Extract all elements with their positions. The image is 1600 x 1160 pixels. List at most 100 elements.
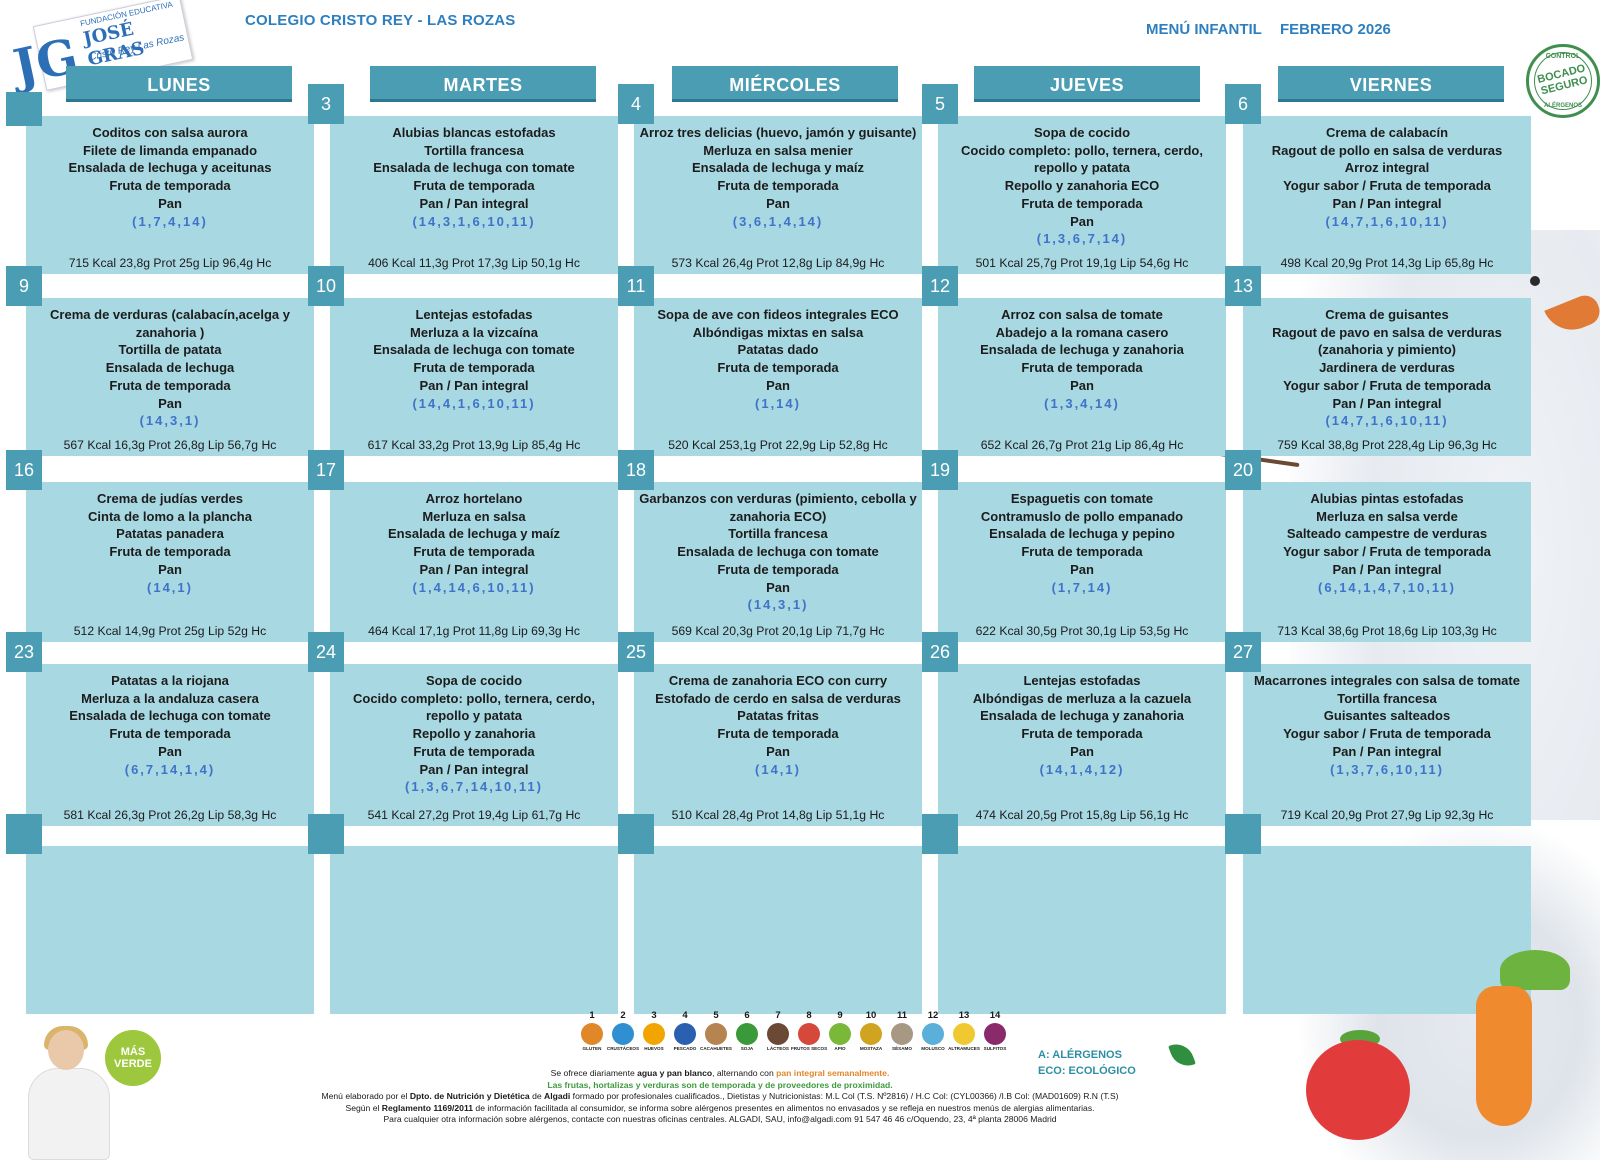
seal-top-text: CONTROL bbox=[1545, 53, 1581, 60]
day-cell: Crema de verduras (calabacín,acelga y za… bbox=[26, 298, 314, 456]
dish-item: Coditos con salsa aurora bbox=[92, 125, 248, 140]
dish-item: Pan / Pan integral bbox=[1332, 395, 1442, 411]
date-badge: 13 bbox=[1225, 266, 1261, 306]
dish-item: Guisantes salteados bbox=[1323, 708, 1451, 724]
date-badge: 5 bbox=[922, 84, 958, 124]
allergen-label: MOLUSCO bbox=[921, 1046, 945, 1051]
allergen-number: 4 bbox=[682, 1010, 688, 1021]
date-badge: 27 bbox=[1225, 632, 1261, 672]
footer-l1-a: Se ofrece diariamente bbox=[550, 1068, 638, 1078]
nutrition-info: 406 Kcal 11,3g Prot 17,3g Lip 50,1g Hc bbox=[368, 256, 580, 270]
allergen-icon bbox=[674, 1023, 696, 1045]
allergen-number: 3 bbox=[651, 1010, 657, 1021]
allergen-codes: (1,7,4,14) bbox=[132, 213, 208, 229]
allergen-number: 11 bbox=[896, 1010, 908, 1021]
dish-item: Ensalada de lechuga y maíz bbox=[388, 526, 560, 542]
dish-item: Pan bbox=[766, 743, 790, 759]
dish-item: Pan / Pan integral bbox=[419, 195, 529, 211]
allergen-codes: (1,4,14,6,10,11) bbox=[412, 579, 536, 595]
dish-item: Fruta de temporada bbox=[717, 178, 839, 194]
date-badge bbox=[6, 814, 42, 854]
allergen-label: HUEVOS bbox=[644, 1046, 664, 1051]
dish-item: Pan / Pan integral bbox=[419, 377, 529, 393]
footer-l1-d: pan integral semanalmente. bbox=[776, 1068, 890, 1078]
dish-item: Ensalada de lechuga y maíz bbox=[692, 160, 864, 176]
chef-head bbox=[48, 1030, 84, 1070]
nutrition-info: 498 Kcal 20,9g Prot 14,3g Lip 65,8g Hc bbox=[1280, 256, 1494, 270]
allergen-label: APIO bbox=[834, 1046, 846, 1051]
allergen-number: 14 bbox=[989, 1010, 1001, 1021]
date-badge: 16 bbox=[6, 450, 42, 490]
dish-item: Salteado campestre de verduras bbox=[1286, 526, 1488, 542]
allergen-icon bbox=[581, 1023, 603, 1045]
mas-verde-logo: MÁS VERDE bbox=[105, 1030, 161, 1086]
nutrition-info: 573 Kcal 26,4g Prot 12,8g Lip 84,9g Hc bbox=[671, 256, 885, 270]
nutrition-info: 520 Kcal 253,1g Prot 22,9g Lip 52,8g Hc bbox=[668, 438, 888, 452]
allergen-label: GLUTEN bbox=[582, 1046, 602, 1051]
footer-line-2: Las frutas, hortalizas y verduras son de… bbox=[547, 1079, 893, 1090]
dish-item: Cocido completo: pollo, ternera, cerdo, … bbox=[353, 690, 595, 724]
dish-item: Ensalada de lechuga con tomate bbox=[69, 708, 271, 724]
allergen-icon bbox=[922, 1023, 944, 1045]
allergen-label: PESCADO bbox=[673, 1046, 697, 1051]
nutrition-info: 464 Kcal 17,1g Prot 11,8g Lip 69,3g Hc bbox=[368, 624, 580, 638]
nutrition-info: 652 Kcal 26,7g Prot 21g Lip 86,4g Hc bbox=[980, 438, 1184, 452]
dish-item: Ensalada de lechuga con tomate bbox=[373, 160, 575, 176]
dish-item: Sopa de cocido bbox=[1033, 125, 1131, 140]
dish-item: Arroz hortelano bbox=[425, 491, 523, 506]
footer-l4-c: de información facilitada al consumidor,… bbox=[473, 1102, 1095, 1113]
dish-item: Arroz tres delicias (huevo, jamón y guis… bbox=[639, 125, 917, 140]
eco-leaf-icon bbox=[1168, 1039, 1196, 1071]
date-badge bbox=[922, 814, 958, 854]
dish-item: Pan / Pan integral bbox=[1332, 561, 1442, 577]
date-badge: 17 bbox=[308, 450, 344, 490]
dish-item: Pan bbox=[1070, 377, 1094, 393]
dish-item: Fruta de temporada bbox=[413, 178, 535, 194]
allergen-codes: (14,4,1,6,10,11) bbox=[412, 395, 536, 411]
snowman-eye-icon bbox=[1530, 276, 1540, 286]
allergen-label: CACAHUETES bbox=[700, 1046, 732, 1051]
dish-item: Espaguetis con tomate bbox=[1010, 491, 1154, 506]
dish-item: Crema de guisantes bbox=[1325, 307, 1449, 322]
date-badge: 3 bbox=[308, 84, 344, 124]
allergen-number: 12 bbox=[927, 1010, 939, 1021]
dish-list: Crema de verduras (calabacín,acelga y za… bbox=[26, 306, 314, 430]
dish-item: Tortilla francesa bbox=[1337, 690, 1437, 706]
dish-item: Sopa de cocido bbox=[425, 673, 523, 688]
dish-item: Ensalada de lechuga y zanahoria bbox=[980, 708, 1184, 724]
allergen-codes: (1,3,4,14) bbox=[1044, 395, 1120, 411]
dish-item: Fruta de temporada bbox=[413, 360, 535, 376]
chef-body bbox=[28, 1068, 110, 1160]
dish-item: Fruta de temporada bbox=[1021, 726, 1143, 742]
footer-l4-b: Reglamento 1169/2011 bbox=[381, 1102, 474, 1113]
dish-item: Repollo y zanahoria bbox=[412, 726, 536, 742]
dish-item: Yogur sabor / Fruta de temporada bbox=[1283, 726, 1491, 742]
dish-item: Arroz integral bbox=[1344, 160, 1430, 176]
dish-item: Ensalada de lechuga bbox=[105, 360, 235, 376]
dish-item: Pan bbox=[766, 579, 790, 595]
dish-item: Tortilla francesa bbox=[424, 142, 524, 158]
menu-title: MENÚ INFANTIL FEBRERO 2026 bbox=[1146, 21, 1405, 38]
